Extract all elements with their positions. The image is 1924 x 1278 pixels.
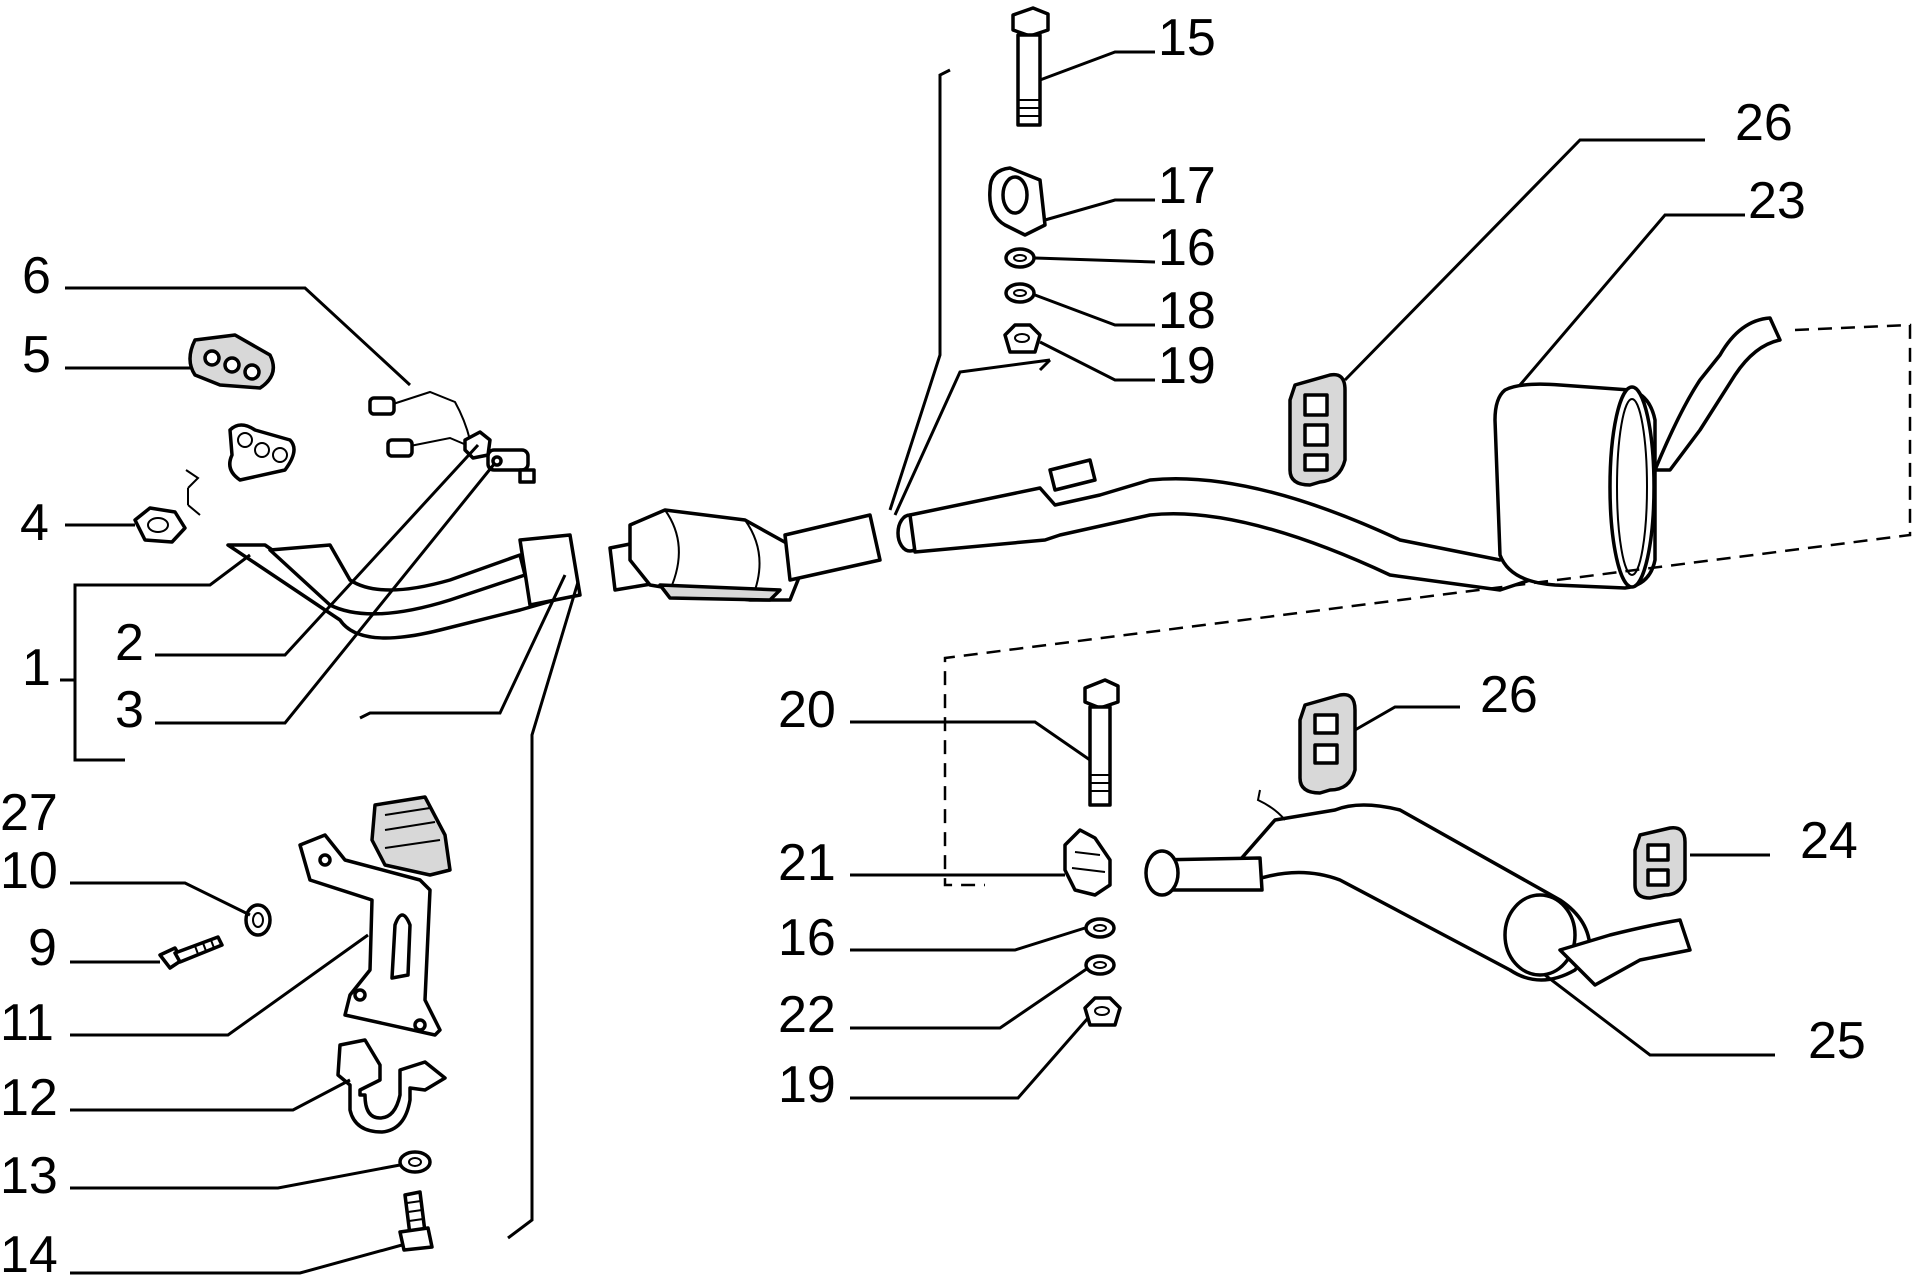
callout-3: 3 [115, 681, 144, 739]
callout-1: 1 [22, 639, 51, 697]
spring-washer [1004, 282, 1036, 304]
front-exhaust-pipe [185, 423, 707, 640]
callout-24: 24 [1800, 812, 1858, 870]
intermediate-pipe-and-silencer [896, 316, 1782, 592]
spring-washer-2 [1084, 954, 1116, 976]
callout-21: 21 [778, 834, 836, 892]
callout-16-top: 16 [1158, 219, 1216, 277]
callout-16-bottom: 16 [778, 909, 836, 967]
callout-4: 4 [20, 494, 49, 552]
callout-15: 15 [1158, 9, 1216, 67]
callout-9: 9 [28, 919, 57, 977]
gasket [188, 333, 276, 390]
rubber-mounting-2 [1298, 692, 1357, 795]
callout-25: 25 [1808, 1012, 1866, 1070]
callout-19-bottom: 19 [778, 1056, 836, 1114]
callout-2: 2 [115, 614, 144, 672]
pipe-clamp [336, 1038, 447, 1134]
catalytic-converter [628, 508, 882, 602]
rubber-mounting-3 [1633, 826, 1687, 900]
leader-lines [60, 50, 1775, 1275]
support-bracket [298, 833, 442, 1037]
callout-22: 22 [778, 986, 836, 1044]
rear-silencer [1144, 789, 1692, 987]
callout-17: 17 [1158, 157, 1216, 215]
rubber-mounting [1288, 372, 1347, 487]
callout-27: 27 [0, 784, 58, 842]
callout-20: 20 [778, 681, 836, 739]
callout-14: 14 [0, 1226, 58, 1278]
nut [133, 506, 187, 544]
callout-11: 11 [0, 994, 54, 1052]
heat-shield-bracket [370, 795, 452, 877]
callout-26-top: 26 [1735, 94, 1793, 152]
callout-6: 6 [22, 247, 51, 305]
washer [244, 903, 272, 937]
hex-nut-2 [1083, 996, 1122, 1027]
callout-18: 18 [1158, 282, 1216, 340]
callout-23: 23 [1748, 172, 1806, 230]
dashed-routing-lines [943, 323, 1912, 887]
callout-19-top: 19 [1158, 337, 1216, 395]
callout-12: 12 [0, 1069, 58, 1127]
callout-5: 5 [22, 326, 51, 384]
washer-2 [398, 1150, 432, 1174]
hanger-clip [1063, 828, 1112, 897]
callout-13: 13 [0, 1147, 58, 1205]
hanger-bolt-2 [1083, 678, 1120, 807]
oxygen-sensor [368, 390, 536, 484]
callout-labels: 1 2 3 4 5 6 9 10 11 12 13 14 15 16 16 17… [0, 9, 1866, 1278]
hanger-bracket [988, 166, 1047, 237]
bolt-2 [398, 1190, 434, 1252]
flat-washer-2 [1084, 917, 1116, 939]
flat-washer [1004, 247, 1036, 269]
callout-10: 10 [0, 842, 58, 900]
bolt [158, 935, 224, 970]
hex-nut [1003, 323, 1042, 354]
callout-26-bottom: 26 [1480, 666, 1538, 724]
hanger-bolt [1011, 6, 1050, 127]
